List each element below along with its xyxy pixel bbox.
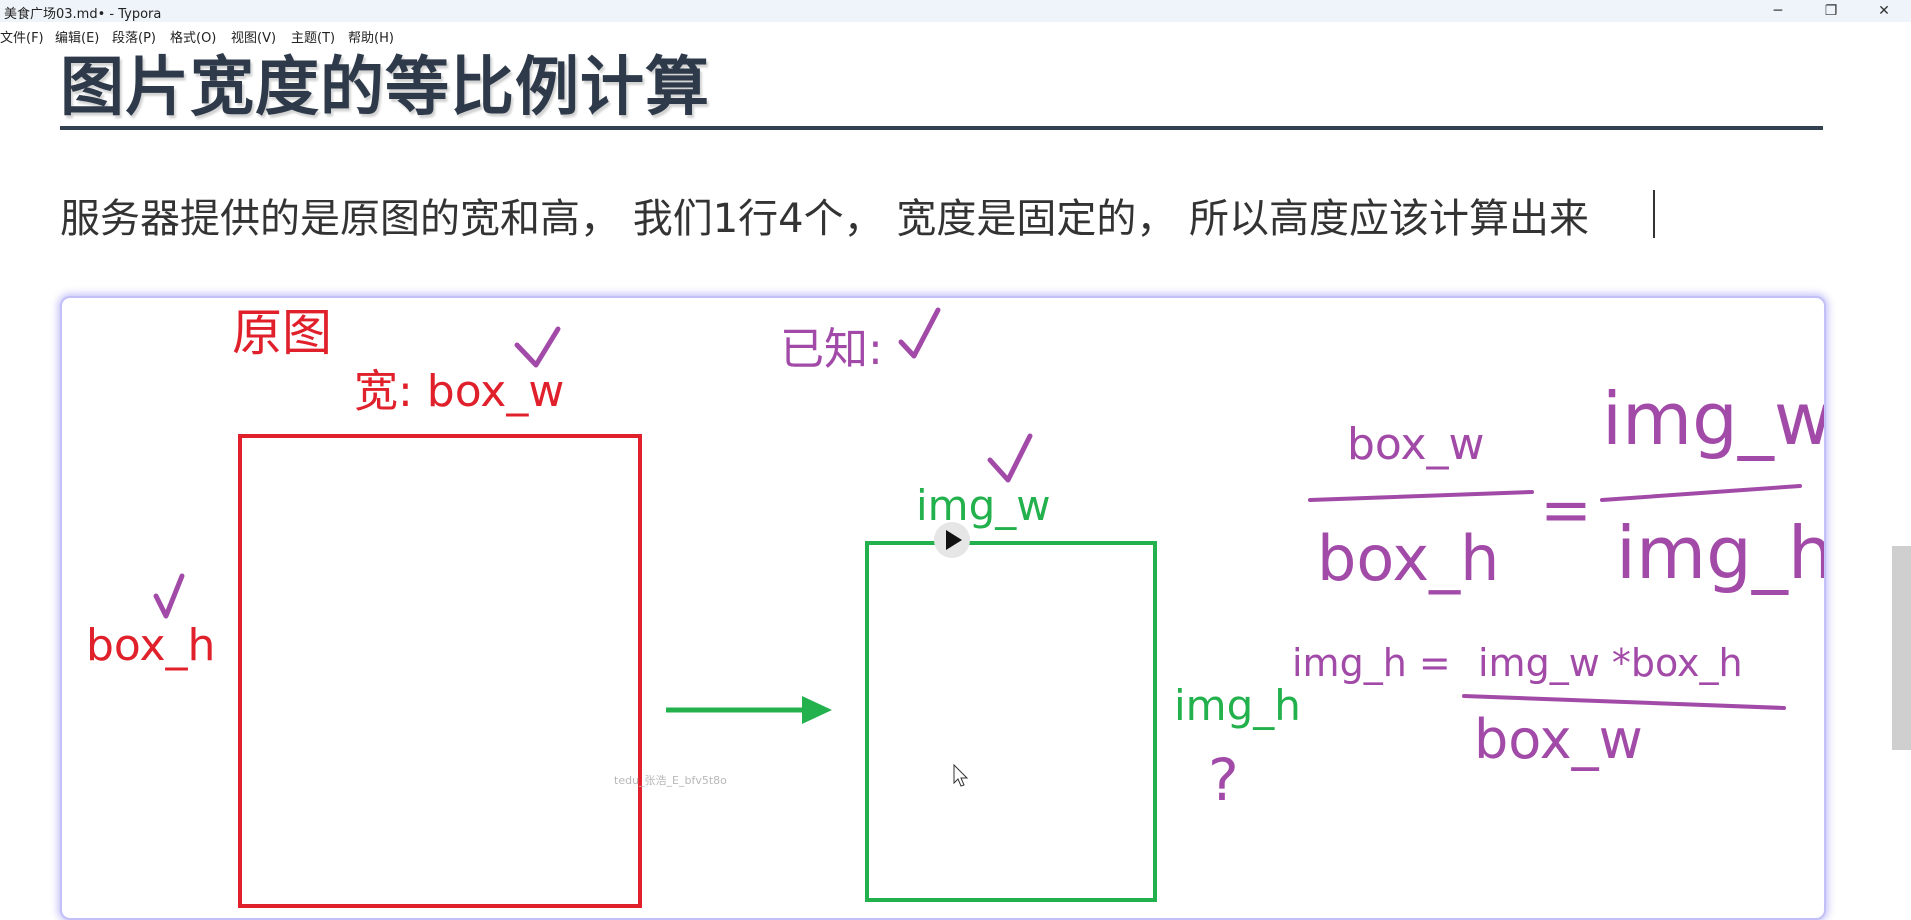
play-icon [946, 530, 962, 550]
menu-format[interactable]: 格式(O) [170, 31, 217, 46]
ratio-denominator-right: img_h [1616, 511, 1824, 595]
width-label: 宽: box_w [354, 366, 564, 417]
ratio-fraction-bar-left [1308, 490, 1534, 502]
check-img-w-icon [987, 433, 1033, 483]
close-icon: ✕ [1878, 3, 1890, 19]
arrow-head-icon [802, 696, 832, 724]
menu-edit[interactable]: 编辑(E) [55, 31, 100, 46]
diagram-canvas: 原图 宽: box_w box_h 已知: img_w img_h ? tedu… [86, 304, 1824, 908]
text-caret [1653, 190, 1655, 238]
original-label: 原图 [232, 304, 332, 362]
menu-paragraph[interactable]: 段落(P) [112, 31, 156, 46]
formula-fraction-bar [1462, 694, 1786, 710]
formula-denominator: box_w [1474, 708, 1643, 771]
ratio-fraction-bar-right [1600, 484, 1802, 502]
minimize-button[interactable]: ─ [1755, 0, 1801, 22]
maximize-icon: ❐ [1824, 3, 1838, 19]
ratio-equals: = [1540, 473, 1592, 546]
formula-lhs: img_h = [1292, 641, 1451, 685]
check-height-icon [153, 573, 185, 619]
check-known-icon [898, 307, 941, 359]
minimize-icon: ─ [1773, 3, 1783, 19]
ratio-numerator-left: box_w [1347, 419, 1485, 470]
question-mark: ? [1208, 746, 1239, 814]
menu-view[interactable]: 视图(V) [231, 31, 277, 46]
original-image-box [238, 434, 642, 908]
heading-divider [60, 126, 1823, 130]
check-width-icon [514, 326, 561, 368]
menu-help[interactable]: 帮助(H) [348, 31, 394, 46]
menu-theme[interactable]: 主题(T) [291, 31, 336, 46]
ratio-denominator-left: box_h [1317, 522, 1499, 595]
formula-numerator: img_w *box_h [1478, 641, 1743, 685]
known-label: 已知: [780, 324, 883, 375]
close-button[interactable]: ✕ [1861, 0, 1907, 22]
vertical-scrollbar[interactable] [1892, 546, 1911, 750]
img-h-label: img_h [1174, 681, 1301, 730]
mouse-cursor-icon [953, 763, 969, 787]
body-paragraph[interactable]: 服务器提供的是原图的宽和高， 我们1行4个， 宽度是固定的， 所以高度应该计算出… [60, 196, 1590, 242]
window-title: 美食广场03.md• - Typora [4, 7, 162, 22]
img-w-label: img_w [916, 481, 1051, 530]
page-title[interactable]: 图片宽度的等比例计算 [60, 51, 710, 125]
menu-bar: 文件(F) 编辑(E) 段落(P) 格式(O) 视图(V) 主题(T) 帮助(H… [0, 22, 1911, 46]
watermark: tedu_张浩_E_bfv5t8o [614, 774, 727, 787]
maximize-button[interactable]: ❐ [1808, 0, 1854, 22]
title-bar: 美食广场03.md• - Typora ─ ❐ ✕ [0, 0, 1911, 22]
ratio-numerator-right: img_w [1602, 377, 1824, 461]
scaled-image-box [865, 541, 1157, 902]
menu-file[interactable]: 文件(F) [0, 31, 44, 46]
height-label: box_h [86, 620, 215, 671]
diagram-image[interactable]: 原图 宽: box_w box_h 已知: img_w img_h ? tedu… [60, 296, 1826, 920]
